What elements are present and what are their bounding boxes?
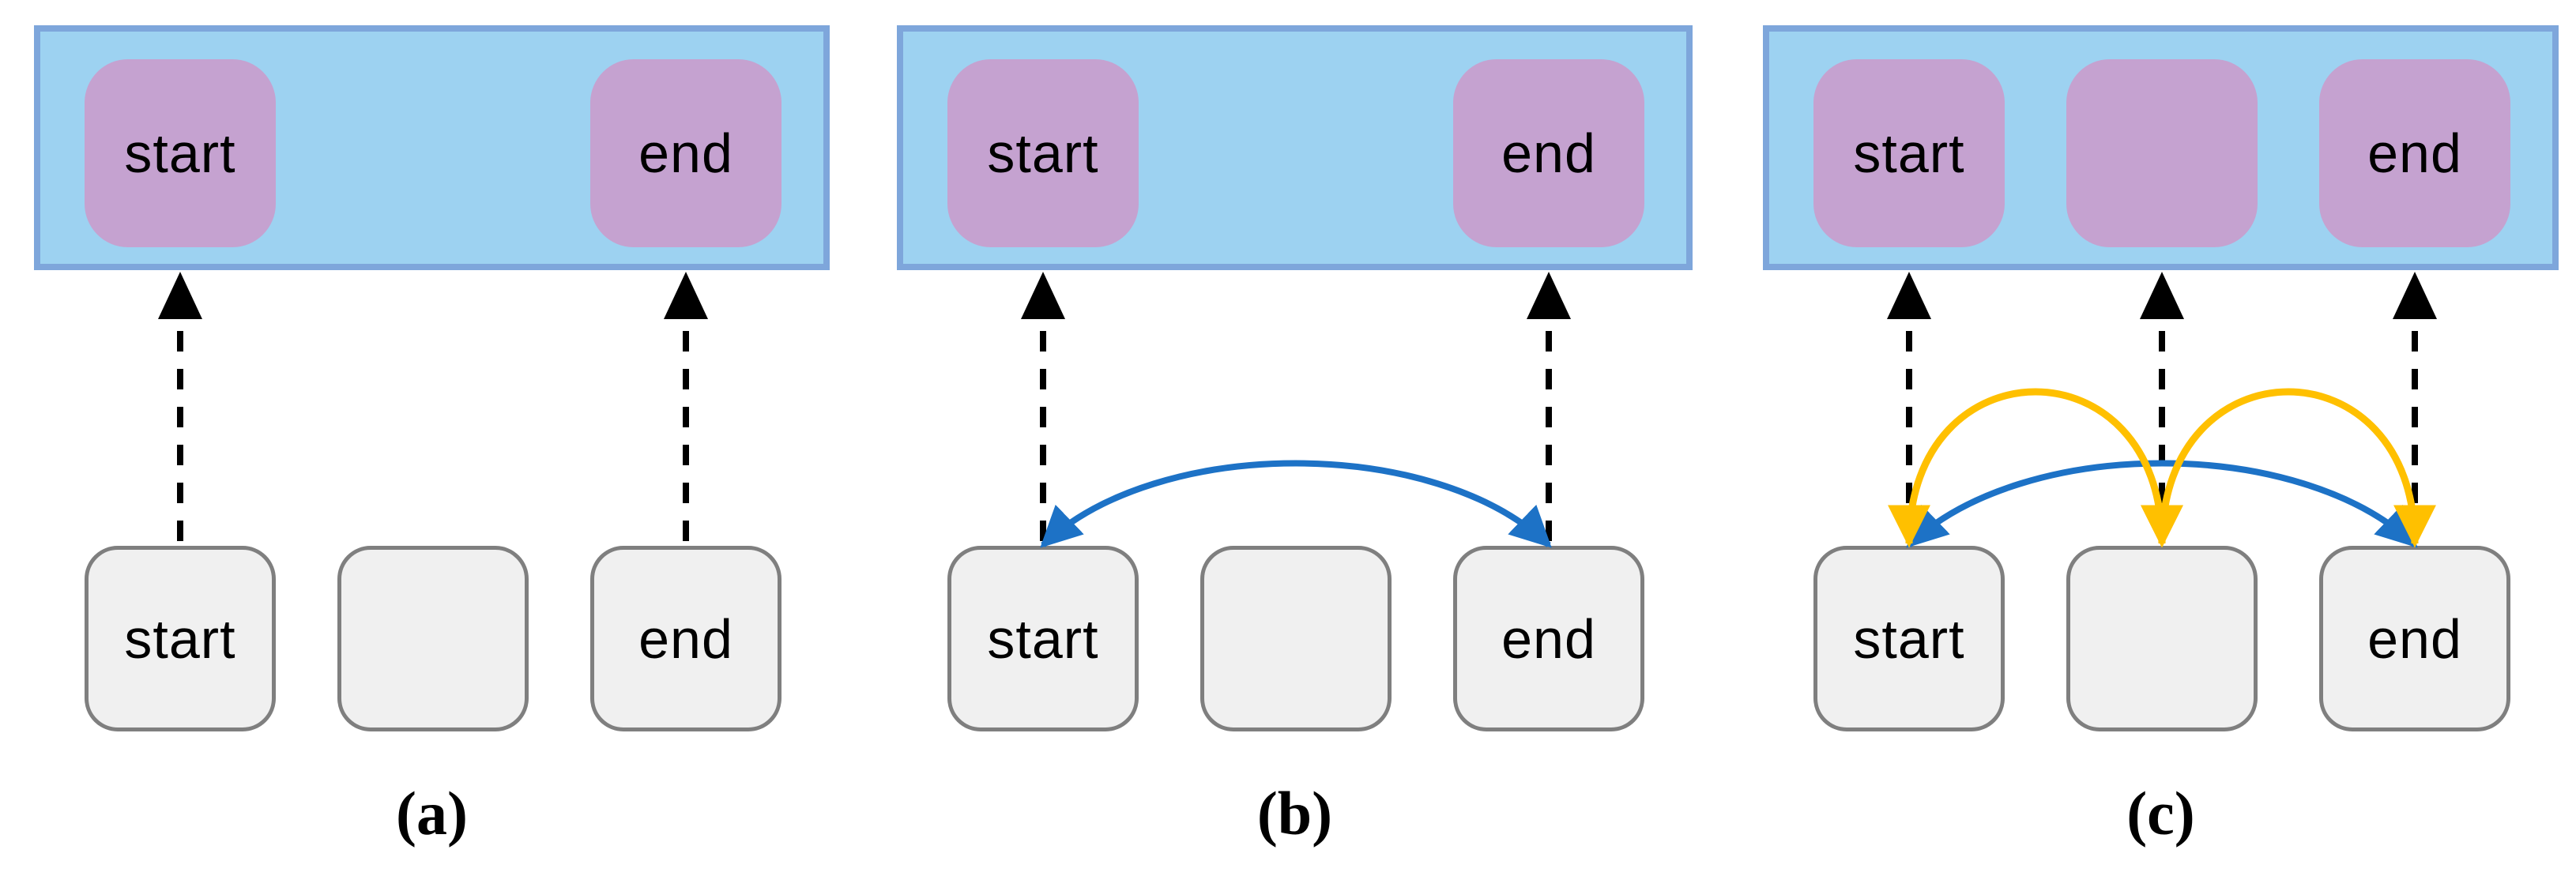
panel-a-box-start: start	[85, 546, 276, 731]
panel-b-slot-end: end	[1453, 59, 1644, 247]
panel-b-box-start: start	[947, 546, 1139, 731]
panel-a-container: start end	[34, 25, 830, 270]
box-label: start	[124, 607, 236, 670]
panel-b-slot-start: start	[947, 59, 1139, 247]
dashed-up-arrows	[158, 272, 2437, 541]
arrowhead-up-icon	[2393, 272, 2437, 319]
panel-c-container: start end	[1763, 25, 2559, 270]
blue-arcs	[1040, 460, 2418, 548]
panel-a-caption: (a)	[396, 779, 468, 848]
panel-a-slot-start: start	[85, 59, 276, 247]
panel-b-caption: (b)	[1256, 779, 1333, 848]
blue-arc-arrow	[1906, 460, 2418, 548]
arrowhead-up-icon	[664, 272, 708, 319]
box-label: start	[987, 607, 1099, 670]
panel-c-caption: (c)	[2126, 779, 2195, 848]
panel-c-box-start: start	[1813, 546, 2005, 731]
slot-label: end	[1501, 122, 1596, 184]
panel-b-box-end: end	[1453, 546, 1644, 731]
panel-c-slot-start: start	[1813, 59, 2005, 247]
yellow-arcs	[1888, 388, 2436, 548]
blue-arc-arrow	[1040, 460, 1552, 548]
panel-c-box-end: end	[2319, 546, 2510, 731]
slot-label: end	[638, 122, 733, 184]
box-label: end	[638, 607, 733, 670]
arrowhead-up-icon	[158, 272, 202, 319]
slot-label: start	[1853, 122, 1965, 184]
panel-b-box-middle	[1200, 546, 1392, 731]
slot-label: end	[2367, 122, 2462, 184]
arrowhead-up-icon	[1021, 272, 1065, 319]
box-label: end	[2367, 607, 2462, 670]
slot-label: start	[124, 122, 236, 184]
panel-b-container: start end	[897, 25, 1693, 270]
panel-a-slot-end: end	[590, 59, 781, 247]
panel-c-slot-middle	[2066, 59, 2258, 247]
panel-a-box-end: end	[590, 546, 781, 731]
arrowhead-up-icon	[1887, 272, 1931, 319]
arrowhead-up-icon	[1527, 272, 1571, 319]
box-label: start	[1853, 607, 1965, 670]
panel-c-slot-end: end	[2319, 59, 2510, 247]
yellow-arc-arrow	[1888, 388, 2183, 548]
arrowhead-up-icon	[2140, 272, 2184, 319]
box-label: end	[1501, 607, 1596, 670]
yellow-arc-arrow	[2141, 388, 2436, 548]
panel-c-box-middle	[2066, 546, 2258, 731]
slot-label: start	[987, 122, 1099, 184]
panel-a-box-middle	[337, 546, 529, 731]
